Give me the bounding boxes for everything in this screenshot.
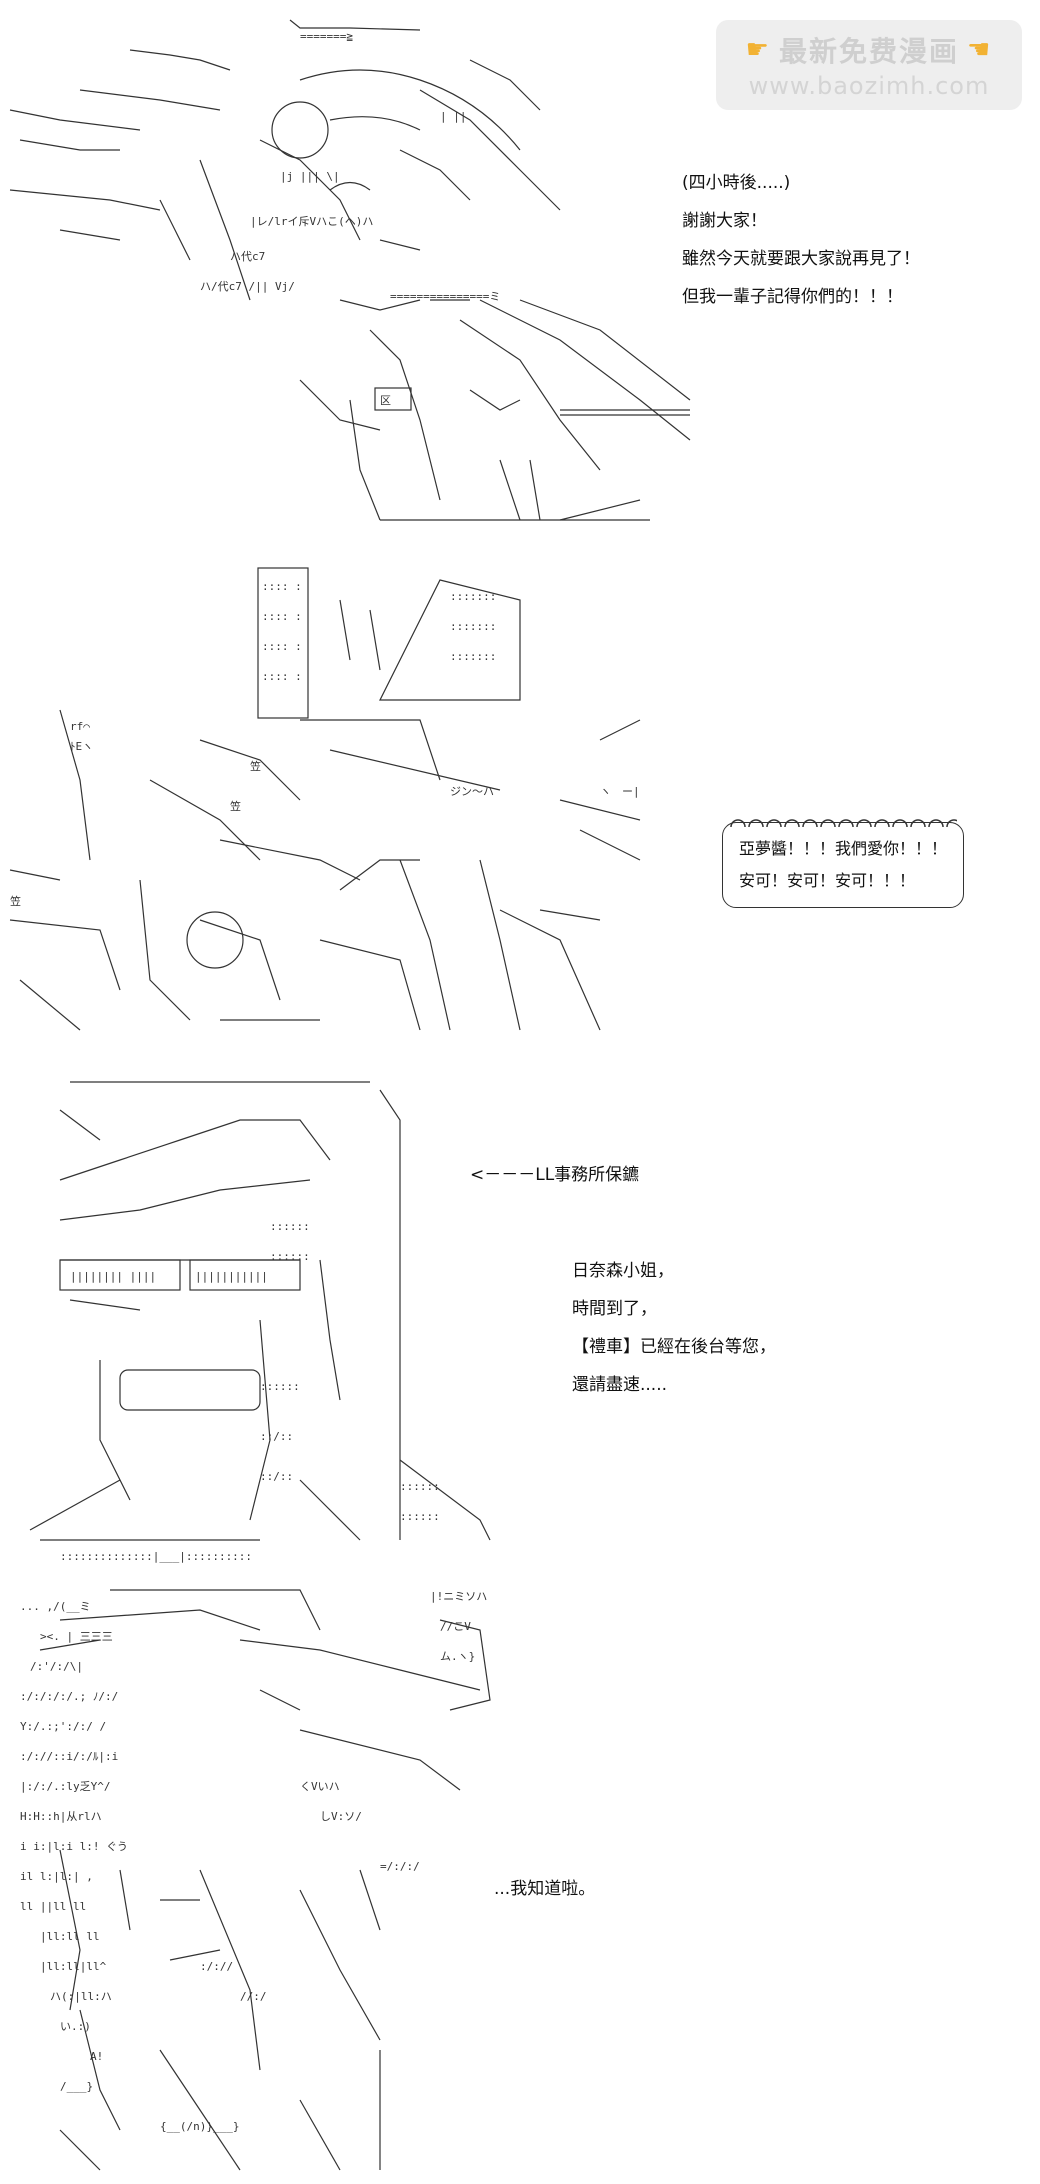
svg-text:しV:ソ/: しV:ソ/ (320, 1810, 362, 1823)
dialogue-line: 但我一輩子記得你們的！！！ (682, 287, 903, 307)
panel-4-art: ... ,/(__ミ ><. | 三三三 /:'/:/\| :/:/:/:/.;… (20, 1589, 491, 2171)
svg-text:::::::::::::::|___|::::::::::: ::::::::::::::|___|:::::::::: (60, 1550, 252, 1563)
svg-text:|レ/lrイ斥Vハこ(ヘ)ハ: |レ/lrイ斥Vハこ(ヘ)ハ (250, 215, 373, 228)
svg-text::::::::: ::::::: (450, 590, 496, 603)
svg-text::::: :: :::: : (262, 610, 302, 623)
dialogue-line: 日奈森小姐， (572, 1261, 674, 1281)
svg-text:|j ||| \|: |j ||| \| (280, 170, 340, 183)
svg-text:rf⌒: rf⌒ (70, 720, 90, 733)
pointing-hand-icon: ☛ (745, 35, 771, 65)
panel-4: ... ,/(__ミ ><. | 三三三 /:'/:/\| :/:/:/:/.;… (0, 1570, 1040, 2180)
svg-text:|ll:ll ll: |ll:ll ll (40, 1930, 100, 1943)
dialogue-line: ...我知道啦。 (494, 1879, 596, 1899)
svg-text:A!: A! (90, 2050, 103, 2063)
svg-text:Y:/.:;':/:/ /: Y:/.:;':/:/ / (20, 1720, 106, 1733)
svg-text:=/:/:/: =/:/:/ (380, 1860, 420, 1873)
svg-text::::::::: ::::::: (450, 620, 496, 633)
svg-text:くVいハ: くVいハ (300, 1780, 340, 1793)
svg-text::::: :: :::: : (262, 580, 302, 593)
svg-text::/:/:/:/.; ﾉ/:/: :/:/:/:/.; ﾉ/:/ (20, 1690, 118, 1703)
svg-text:ﾄEヽ: ﾄEヽ (70, 740, 93, 753)
panel-2: :::: : :::: : :::: : :::: : ::::::: ::::… (0, 560, 1040, 1040)
dialogue-line: 還請盡速..... (572, 1375, 668, 1395)
pointing-hand-icon: ☚ (967, 35, 993, 65)
panel-4-dialogue: ...我知道啦。 (494, 1870, 595, 1908)
svg-text::/://: :/:// (200, 1960, 233, 1973)
svg-text:笠: 笠 (250, 759, 261, 773)
svg-text:ジン～ハ: ジン～ハ (450, 785, 494, 798)
svg-text:/___}: /___} (60, 2080, 93, 2093)
svg-text:|||||||||||: ||||||||||| (195, 1270, 268, 1283)
svg-text:il l:|l:| ,: il l:|l:| , (20, 1870, 93, 1883)
svg-text:笠: 笠 (10, 894, 21, 908)
panel-3-dialogue: 日奈森小姐， 時間到了， 【禮車】已經在後台等您， 還請盡速..... (572, 1252, 776, 1404)
dialogue-line: 謝謝大家！ (682, 211, 767, 231)
svg-text::::: :: :::: : (262, 640, 302, 653)
panel-2-art: :::: : :::: : :::: : :::: : ::::::: ::::… (9, 567, 641, 1031)
svg-text:い.:): い.:) (60, 2020, 91, 2033)
svg-text:| ||: | || (440, 110, 467, 123)
svg-text:{__(/n)}___}: {__(/n)}___} (160, 2120, 239, 2133)
svg-text::/://::i/:/ﾙ|:i: :/://::i/:/ﾙ|:i (20, 1750, 118, 1763)
svg-text://こV: //こV (440, 1620, 471, 1633)
bubble-line: 安可！安可！安可！！！ (739, 871, 916, 890)
svg-text:/:'/:/\|: /:'/:/\| (30, 1660, 83, 1673)
svg-text://:/: //:/ (240, 1990, 267, 2003)
dialogue-line: 雖然今天就要跟大家說再見了！ (682, 249, 920, 269)
svg-text:ハ代c7: ハ代c7 (230, 250, 265, 263)
watermark-title: 最新免费漫画 (778, 35, 959, 68)
svg-text:|ll:ll|ll^: |ll:ll|ll^ (40, 1960, 107, 1973)
svg-text:区: 区 (380, 394, 391, 407)
svg-text:i i:|l:i l:! ぐう: i i:|l:i l:! ぐう (20, 1840, 128, 1853)
svg-text:... ,/(__ミ: ... ,/(__ミ (20, 1600, 91, 1613)
svg-text:ハ/代c7 /|| Vj/: ハ/代c7 /|| Vj/ (200, 280, 295, 293)
svg-text:ハ(:|ll:ハ: ハ(:|ll:ハ (50, 1990, 112, 2003)
svg-text:::/::: ::/:: (260, 1470, 293, 1483)
svg-text::::: :: :::: : (262, 670, 302, 683)
watermark-url: www.baozimh.com (748, 72, 990, 100)
svg-text:ll ||ll ll: ll ||ll ll (20, 1900, 86, 1913)
watermark-badge: ☛ 最新免费漫画 ☚ www.baozimh.com (716, 20, 1022, 110)
svg-text:|:/:/.:ly乏Y^/: |:/:/.:ly乏Y^/ (20, 1780, 110, 1793)
svg-text:笠: 笠 (230, 799, 241, 813)
bodyguard-pointer-label: <－－－LL事務所保鑣 (470, 1156, 639, 1194)
svg-text:::::::: :::::: (400, 1480, 440, 1493)
svg-text:===============ミ: ===============ミ (390, 290, 500, 303)
panel-1-art: =======≧ | || |j ||| \| |レ/lrイ斥Vハこ(ヘ)ハ ハ… (9, 19, 691, 521)
dialogue-line: 【禮車】已經在後台等您， (572, 1337, 776, 1357)
svg-text:::/::: ::/:: (260, 1430, 293, 1443)
watermark-title-row: ☛ 最新免费漫画 ☚ (746, 30, 993, 70)
svg-text:ム.ヽ}: ム.ヽ} (440, 1650, 475, 1663)
dialogue-line: 時間到了， (572, 1299, 657, 1319)
svg-text:|||||||| ||||: |||||||| |||| (70, 1270, 156, 1283)
dialogue-line: (四小時後.....) (682, 173, 791, 193)
svg-text:ヽ ー|: ヽ ー| (600, 785, 640, 798)
panel-1: =======≧ | || |j ||| \| |レ/lrイ斥Vハこ(ヘ)ハ ハ… (0, 0, 1040, 540)
svg-text:::::::: :::::: (400, 1510, 440, 1523)
cheer-speech-bubble: 亞夢醬！！！我們愛你！！！ 安可！安可！安可！！！ (722, 817, 965, 908)
panel-1-dialogue: (四小時後.....) 謝謝大家！ 雖然今天就要跟大家說再見了！ 但我一輩子記得… (682, 164, 920, 316)
panel-3: |||||||| |||| ||||||||||| :::::: :::::: … (0, 1060, 1040, 1580)
svg-text:H:H::h|从rlハ: H:H::h|从rlハ (20, 1810, 102, 1823)
panel-3-art: |||||||| |||| ||||||||||| :::::: :::::: … (29, 1081, 491, 1563)
svg-text:|!ニミソハ: |!ニミソハ (430, 1590, 487, 1603)
svg-text:><. | 三三三: ><. | 三三三 (40, 1630, 113, 1643)
bubble-line: 亞夢醬！！！我們愛你！！！ (739, 839, 948, 858)
svg-text:::::::: :::::: (270, 1250, 310, 1263)
pointer-label: <－－－LL事務所保鑣 (470, 1165, 640, 1185)
svg-text::::::::: ::::::: (450, 650, 496, 663)
svg-text:::::::: :::::: (260, 1380, 300, 1393)
svg-text:=======≧: =======≧ (300, 30, 353, 43)
svg-text:::::::: :::::: (270, 1220, 310, 1233)
